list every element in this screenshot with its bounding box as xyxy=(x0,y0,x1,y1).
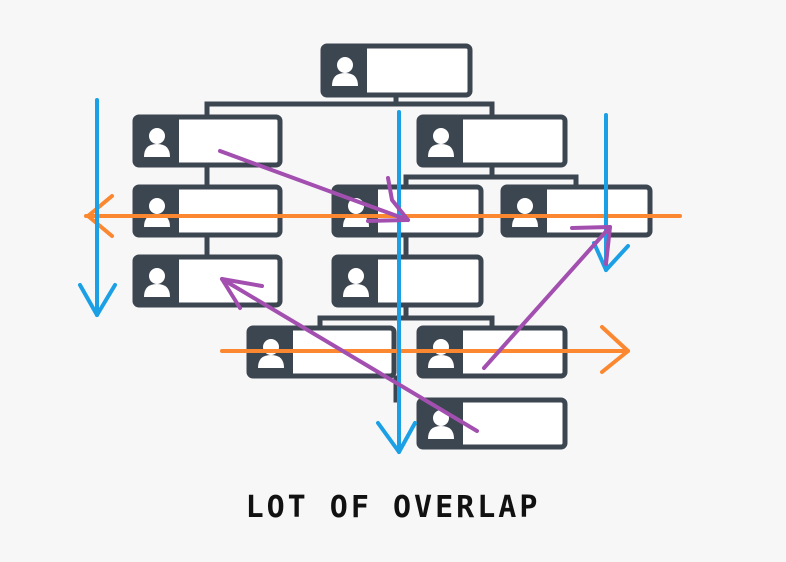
node-l3-left xyxy=(132,184,283,238)
purple-arrow-up-left xyxy=(220,277,479,433)
caption: LOT OF OVERLAP xyxy=(245,490,541,525)
purple-arrow-down-right xyxy=(218,149,410,223)
node-root xyxy=(320,43,473,98)
node-mid-2 xyxy=(331,254,484,308)
purple-arrow-up-right xyxy=(482,225,612,370)
blue-arrow-right xyxy=(592,113,630,272)
node-bottom-last xyxy=(416,397,568,450)
node-l2-left xyxy=(132,114,283,168)
node-l4-left xyxy=(132,254,283,308)
blue-arrow-left xyxy=(78,98,117,317)
orange-arrow-right xyxy=(220,325,630,374)
connector-lines xyxy=(204,93,579,403)
node-mid-1 xyxy=(331,184,484,238)
orange-arrow-left xyxy=(84,194,682,238)
node-l2-right xyxy=(416,114,568,168)
blue-arrow-center xyxy=(376,110,417,454)
node-right-child xyxy=(500,184,653,238)
